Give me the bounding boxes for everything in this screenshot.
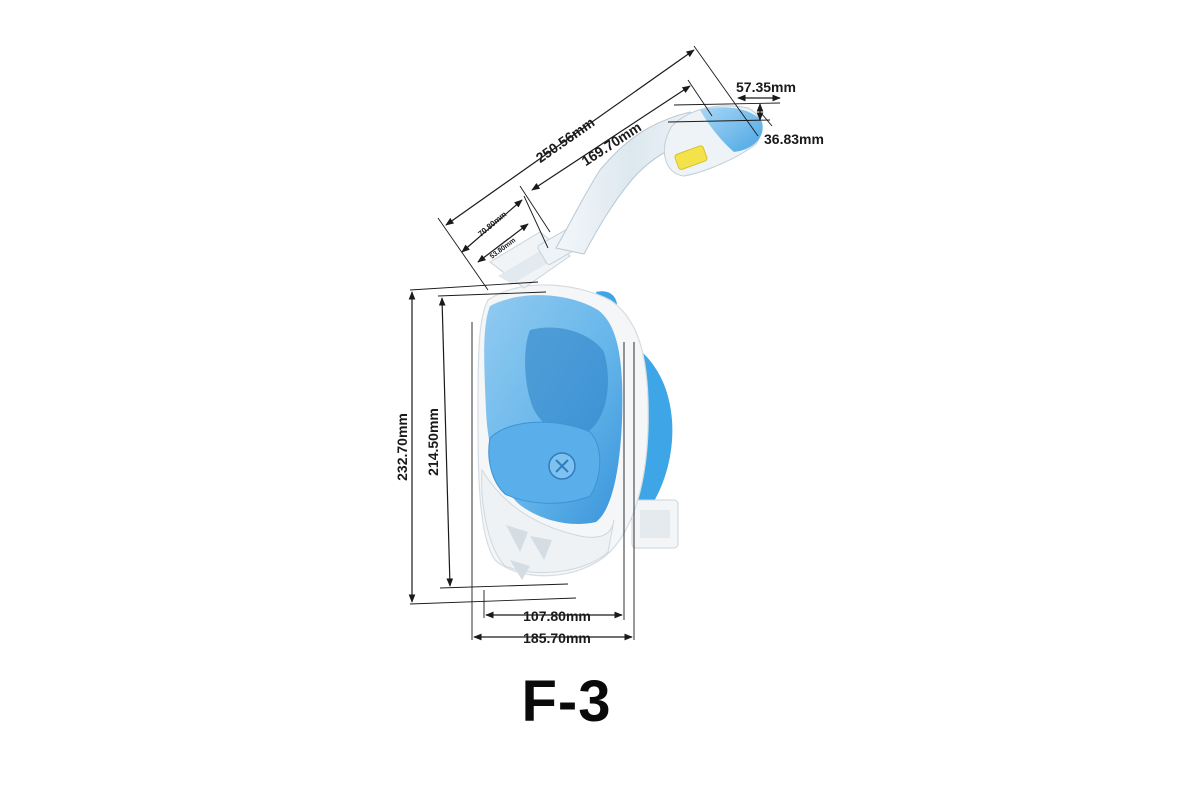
label-mask-depth-outer: 185.70mm	[523, 630, 591, 646]
dim-line-tube-base-inner	[477, 223, 529, 263]
label-top-height: 36.83mm	[764, 131, 824, 147]
chin-vent	[481, 468, 615, 574]
dimension-lines	[408, 45, 781, 641]
label-tube-base-outer: 70.80mm	[476, 210, 508, 239]
label-mask-depth-inner: 107.80mm	[523, 608, 591, 624]
snorkel-mask-illustration	[477, 105, 763, 580]
label-top-width: 57.35mm	[736, 79, 796, 95]
tube-base	[489, 229, 579, 289]
label-mask-height-inner: 214.50mm	[425, 408, 441, 476]
dim-line-tube-length	[531, 85, 691, 191]
dim-line-mask-height-inner	[438, 297, 454, 587]
inner-cup	[525, 327, 608, 437]
breathing-chamber	[488, 421, 601, 504]
label-mask-height-outer: 232.70mm	[394, 413, 410, 481]
model-title: F-3	[521, 669, 612, 734]
